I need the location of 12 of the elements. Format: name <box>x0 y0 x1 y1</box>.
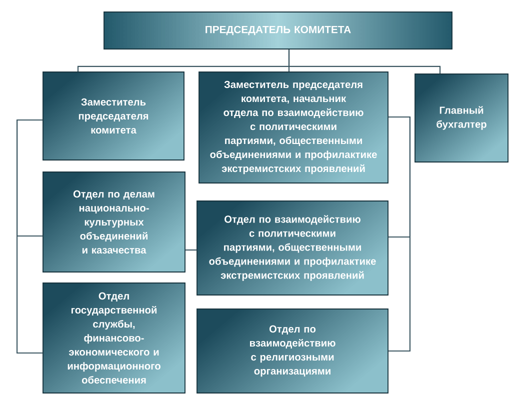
connector-line <box>185 249 197 251</box>
head-box: ПРЕДСЕДАТЕЛЬ КОМИТЕТА <box>104 12 452 50</box>
unit-box: Отдел по взаимодействию с политическими партиями, общественными объединениями и профилактике экстремистских проявлений <box>196 200 388 296</box>
connector-line <box>16 119 43 354</box>
unit-box: Отдел по взаимодействию с религиозными организациями <box>196 308 388 394</box>
connector-line <box>388 116 410 352</box>
unit-box: Заместитель председателя комитета <box>42 72 184 160</box>
connector-line <box>288 49 441 74</box>
unit-box: Главный бухгалтер <box>414 74 508 162</box>
unit-box: Отдел государственной службы, финансово-экономического и информационного обеспечения <box>42 282 186 394</box>
unit-box: Заместитель председателя комитета, начальник отдела по взаимодействию с политическими партиями, общественными объединениями и профилактике экстремистских проявлений <box>198 72 388 184</box>
unit-box: Отдел по делам национально-культурных объединений и казачества <box>42 172 186 272</box>
